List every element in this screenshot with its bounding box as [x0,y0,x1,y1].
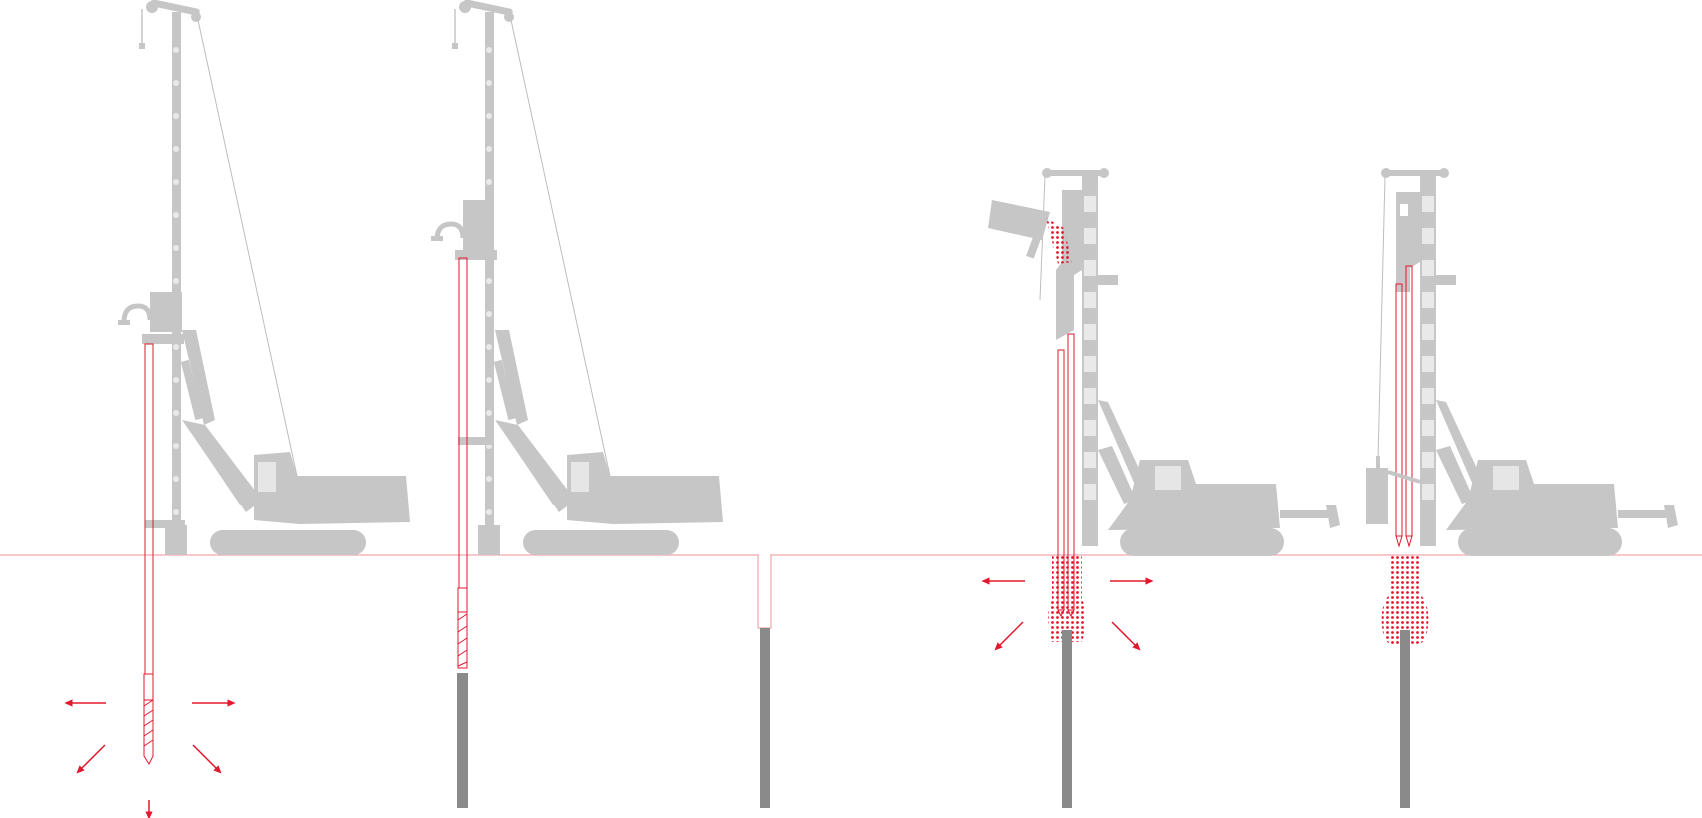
pile [1062,630,1072,808]
pile [760,628,770,808]
pile [457,673,468,808]
auger-icon [457,587,468,669]
direction-arrow-icon [981,577,1154,651]
direction-arrow-icon [64,699,236,818]
stage-4-gravel-placement [981,168,1340,808]
stage-2-auger-withdrawal [431,0,724,808]
stage-5-gravel-compaction [1366,168,1678,808]
stage-3-open-bore-with-pile [757,554,772,808]
drill-rod [144,343,154,675]
drilling-rig-icon [451,0,724,556]
gravel-bucket-icon [988,200,1072,264]
drilling-rig-icon [138,0,411,556]
stage-1-auger-drilling [64,0,411,818]
auger-icon [143,673,154,766]
pile [1400,630,1410,808]
